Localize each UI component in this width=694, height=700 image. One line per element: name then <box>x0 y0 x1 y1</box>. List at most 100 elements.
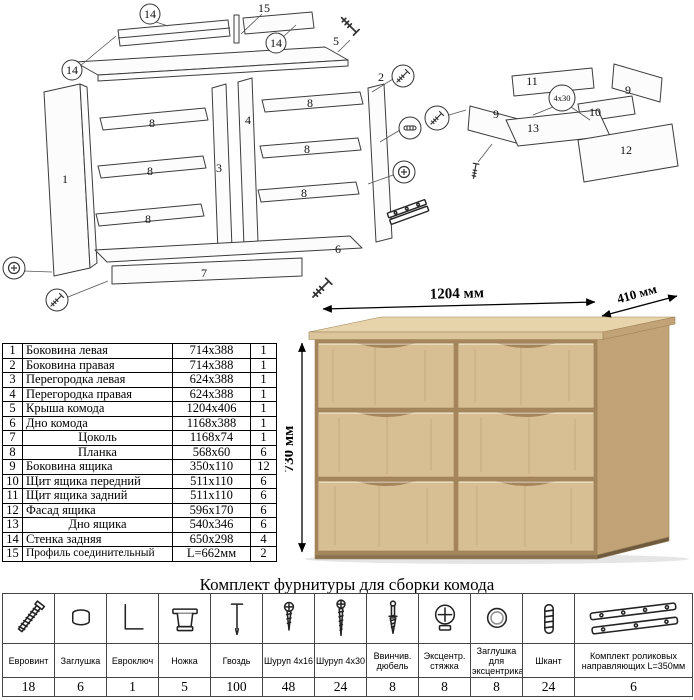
cam-lock-icon <box>397 165 411 179</box>
cam-lock-icon <box>434 603 455 631</box>
hardware-qty: 5 <box>158 677 211 697</box>
hardware-name: Шуруп 4x30 <box>314 643 367 678</box>
hardware-name: Шкант <box>522 643 575 678</box>
back-panel-left <box>117 19 231 47</box>
hardware-icon-cell <box>470 593 523 644</box>
part-name: Крыша комода <box>22 401 173 417</box>
hardware-icon-cell <box>106 593 159 644</box>
dresser-body <box>305 316 689 564</box>
drawer-facade <box>577 123 679 183</box>
hardware-qty: 8 <box>470 677 523 697</box>
hardware-qty: 6 <box>54 677 107 697</box>
plug-cap-icon <box>71 608 90 625</box>
part-size: 1168x74 <box>172 430 251 446</box>
label-part-8: 8 <box>149 116 155 130</box>
callout-circle <box>265 32 287 54</box>
depth-dimension-label: 410 мм <box>615 287 658 306</box>
hardware-qty: 8 <box>366 677 419 697</box>
drawer-front <box>457 411 595 478</box>
label-part-8: 8 <box>147 164 153 178</box>
hardware-name: Заглушка для эксцентрика <box>470 643 523 678</box>
part-name: Профиль соединительный <box>22 546 173 562</box>
part-name: Щит ящика передний <box>22 473 173 489</box>
back-panel-right <box>242 11 315 35</box>
label-part-11: 11 <box>526 74 538 88</box>
drawer-front <box>317 411 455 478</box>
part-qty: 6 <box>250 502 277 518</box>
hardware-names-row: Евровинт Заглушка Евроключ Ножка Гвоздь … <box>2 643 693 678</box>
part-qty: 6 <box>250 444 277 460</box>
part-qty: 1 <box>250 401 277 417</box>
part-number: 1 <box>2 343 23 359</box>
label-part-15: 15 <box>258 1 270 15</box>
hardware-qty: 24 <box>522 677 575 697</box>
part-number: 4 <box>2 386 23 402</box>
hardware-icon-cell <box>574 593 693 644</box>
plinth-side <box>596 536 670 560</box>
nail-icon <box>230 602 243 635</box>
hardware-qty: 100 <box>210 677 263 697</box>
hardware-icon-cell <box>522 593 575 644</box>
part-qty: 1 <box>250 386 277 402</box>
part-size: 511x110 <box>172 473 251 489</box>
label-part-10: 10 <box>589 105 601 119</box>
label-part-2: 2 <box>378 70 384 84</box>
part-qty: 6 <box>250 473 277 489</box>
bottom-panel <box>94 235 363 263</box>
part-qty: 6 <box>250 488 277 504</box>
hardware-qty-row: 18 6 1 5 100 48 24 8 8 8 24 6 <box>2 677 693 697</box>
hardware-name: Шуруп 4x16 <box>262 643 315 678</box>
euroscrew-icon <box>17 599 45 632</box>
part-qty: 4 <box>250 531 277 547</box>
part-size: 350x110 <box>172 459 251 475</box>
part-size: 540x346 <box>172 517 251 533</box>
width-dimension-label: 1204 мм <box>430 287 485 303</box>
drawer-slide-icon <box>386 199 430 225</box>
label-part-9: 9 <box>625 83 631 97</box>
dresser-product-image: 1204 мм 410 мм 730 мм <box>285 287 689 564</box>
part-qty: 1 <box>250 430 277 446</box>
part-size: 596x170 <box>172 502 251 518</box>
hardware-qty: 18 <box>2 677 55 697</box>
label-part-8: 8 <box>307 96 313 110</box>
label-part-3: 3 <box>216 161 222 175</box>
part-qty: 1 <box>250 415 277 431</box>
part-size: 568x60 <box>172 444 251 460</box>
label-part-12: 12 <box>620 143 632 157</box>
screw-long-icon <box>335 598 346 636</box>
depth-dimension: 410 мм <box>601 287 678 318</box>
hardware-icon-cell <box>2 593 55 644</box>
hardware-icon-cell <box>262 593 315 644</box>
hardware-name: Ножка <box>158 643 211 678</box>
leader-lines <box>23 13 401 298</box>
hardware-qty: 24 <box>314 677 367 697</box>
top-front-edge <box>308 331 604 340</box>
height-dimension: 730 мм <box>285 342 306 553</box>
hardware-icon-cell <box>158 593 211 644</box>
hardware-qty: 6 <box>574 677 693 697</box>
part-qty: 2 <box>250 546 277 562</box>
width-dimension: 1204 мм <box>322 287 596 313</box>
hardware-name: Ввинчив. дюбель <box>366 643 419 678</box>
part-name: Стенка задняя <box>22 531 173 547</box>
callout-circle <box>61 59 83 81</box>
hardware-icon-cell <box>54 593 107 644</box>
hardware-qty: 1 <box>106 677 159 697</box>
plinth-panel <box>111 257 303 285</box>
hardware-name: Евровинт <box>2 643 55 678</box>
part-qty: 12 <box>250 459 277 475</box>
part-size: 624x388 <box>172 386 251 402</box>
hardware-callouts <box>2 3 430 312</box>
label-part-8: 8 <box>301 186 307 200</box>
dowel-screw-icon <box>340 16 360 36</box>
part-size: 1168x388 <box>172 415 251 431</box>
callout-circle <box>139 3 161 25</box>
